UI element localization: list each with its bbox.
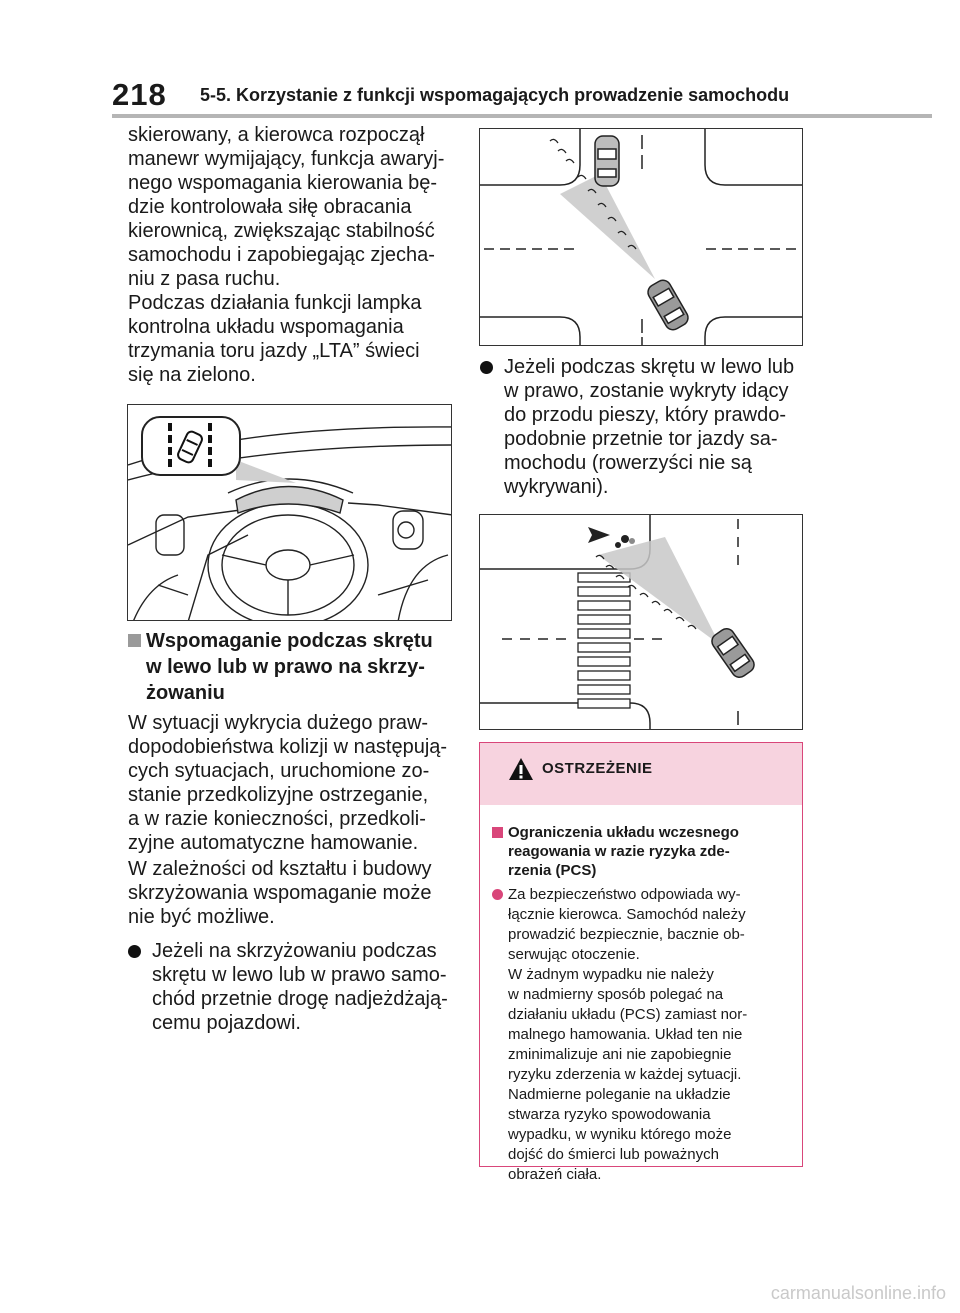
subheading-text: Wspomaganie podczas skrętu w lewo lub w … xyxy=(146,630,433,704)
crosswalk-illustration xyxy=(480,515,755,729)
dashboard-illustration xyxy=(128,416,451,620)
page-number: 218 xyxy=(112,77,167,112)
bullet-text: Jeżeli na skrzyżowaniu podczas skrętu w … xyxy=(152,940,448,1034)
warning-header: OSTRZEŻENIE xyxy=(480,743,802,805)
watermark: carmanualsonline.info xyxy=(770,1283,946,1303)
bullet-pedestrian: Jeżeli podczas skrętu w lewo lub w prawo… xyxy=(480,355,810,499)
figure-oncoming-vehicle xyxy=(479,128,803,346)
warning-title: OSTRZEŻENIE xyxy=(542,760,653,777)
warning-body-text: Za bezpieczeństwo odpowiada wy- łącznie … xyxy=(508,886,748,1183)
square-bullet-icon xyxy=(492,827,503,838)
paragraph-lta: skierowany, a kierowca rozpoczął manewr … xyxy=(128,124,445,386)
intersection-oncoming-illustration xyxy=(480,129,802,345)
figure-dashboard-lta xyxy=(127,404,452,621)
subheading-turn-assist: Wspomaganie podczas skrętu w lewo lub w … xyxy=(128,628,458,706)
bullet-dot-icon xyxy=(492,889,503,900)
paragraph-collision: W sytuacji wykrycia dużego praw- dopodob… xyxy=(128,712,448,854)
bullet-dot-icon xyxy=(128,945,141,958)
bullet-text: Jeżeli podczas skrętu w lewo lub w prawo… xyxy=(504,356,795,498)
warning-subheading: Ograniczenia układu wczesnego reagowania… xyxy=(492,823,792,880)
paragraph-intersection: W zależności od kształtu i budowy skrzyż… xyxy=(128,858,432,928)
chapter-title: 5-5. Korzystanie z funkcji wspomagającyc… xyxy=(200,85,790,105)
square-bullet-icon xyxy=(128,634,141,647)
warning-box: OSTRZEŻENIE Ograniczenia układu wczesneg… xyxy=(479,742,803,1183)
warning-subheading-text: Ograniczenia układu wczesnego reagowania… xyxy=(508,824,739,879)
left-column: skierowany, a kierowca rozpoczął manewr … xyxy=(128,123,458,387)
warning-triangle-icon xyxy=(509,758,533,780)
bullet-oncoming-vehicle: Jeżeli na skrzyżowaniu podczas skrętu w … xyxy=(128,939,458,1035)
header-divider xyxy=(112,114,932,118)
warning-body: Za bezpieczeństwo odpowiada wy- łącznie … xyxy=(492,885,792,1185)
bullet-dot-icon xyxy=(480,361,493,374)
figure-pedestrian-crossing xyxy=(479,514,803,730)
page-header: 218 5-5. Korzystanie z funkcji wspomagaj… xyxy=(0,0,960,120)
